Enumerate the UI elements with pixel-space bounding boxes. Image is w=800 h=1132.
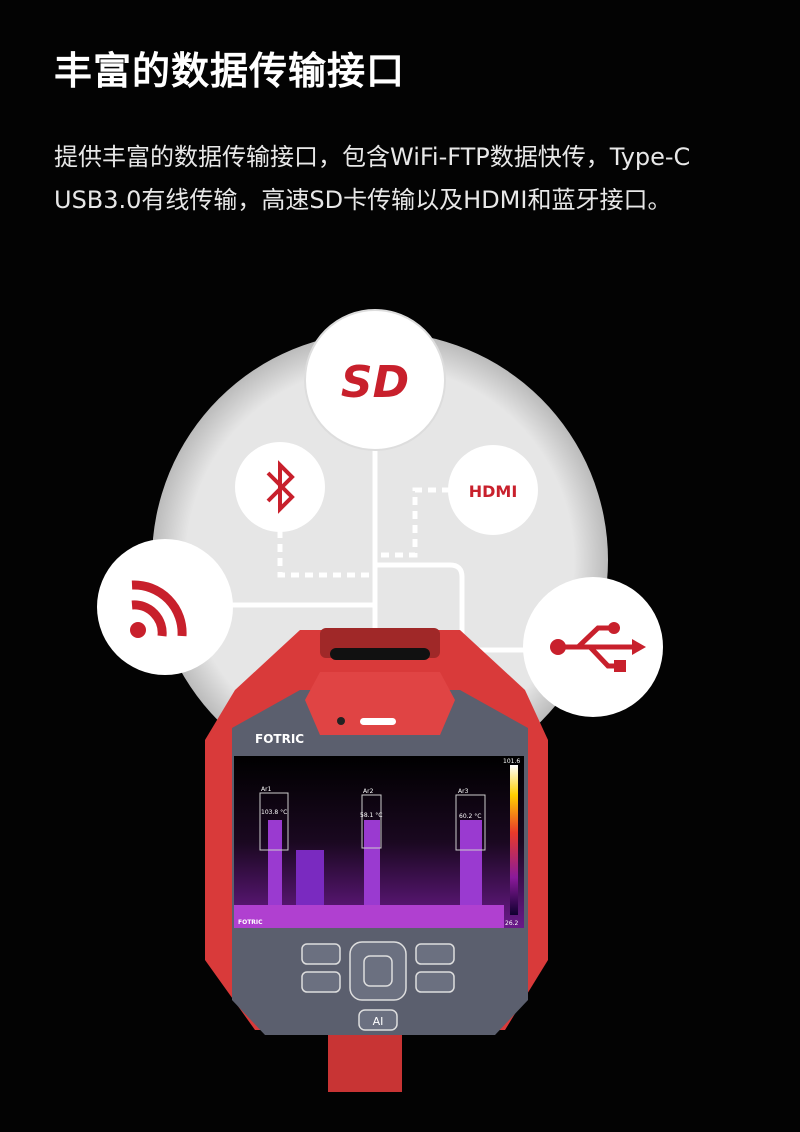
usb-icon [523,577,663,717]
device-brand: FOTRIC [255,732,304,746]
svg-text:Ar1: Ar1 [261,786,272,793]
ok-button[interactable] [363,955,393,987]
back-button[interactable] [415,971,455,993]
power-button[interactable] [301,943,341,965]
description: 提供丰富的数据传输接口，包含WiFi-FTP数据快传，Type-C USB3.0… [54,143,691,214]
svg-text:58.1 °C: 58.1 °C [360,812,382,819]
bluetooth-icon [235,442,325,532]
svg-text:SD: SD [341,357,409,408]
hdmi-icon: HDMI [448,445,538,535]
svg-text:Ar2: Ar2 [363,788,374,795]
temperature-scale [510,765,518,915]
sd-card-icon: SD [304,309,446,451]
svg-text:FOTRIC: FOTRIC [238,919,263,926]
svg-text:AI: AI [373,1015,384,1028]
svg-text:26.2: 26.2 [505,920,519,927]
svg-text:Ar3: Ar3 [458,788,469,795]
svg-text:60.2 °C: 60.2 °C [459,813,481,820]
ai-button[interactable] [358,1009,398,1031]
wifi-icon [97,539,233,675]
playback-button[interactable] [415,943,455,965]
svg-text:HDMI: HDMI [469,482,518,501]
thermal-camera: FOTRIC 101.6 26.2 Ar1 103.8 °C Ar2 58.1 °C… [205,628,548,1092]
svg-text:101.6: 101.6 [503,758,520,765]
svg-text:103.8 °C: 103.8 °C [261,809,287,816]
page-title: 丰富的数据传输接口 [54,49,406,93]
brightness-button[interactable] [301,971,341,993]
